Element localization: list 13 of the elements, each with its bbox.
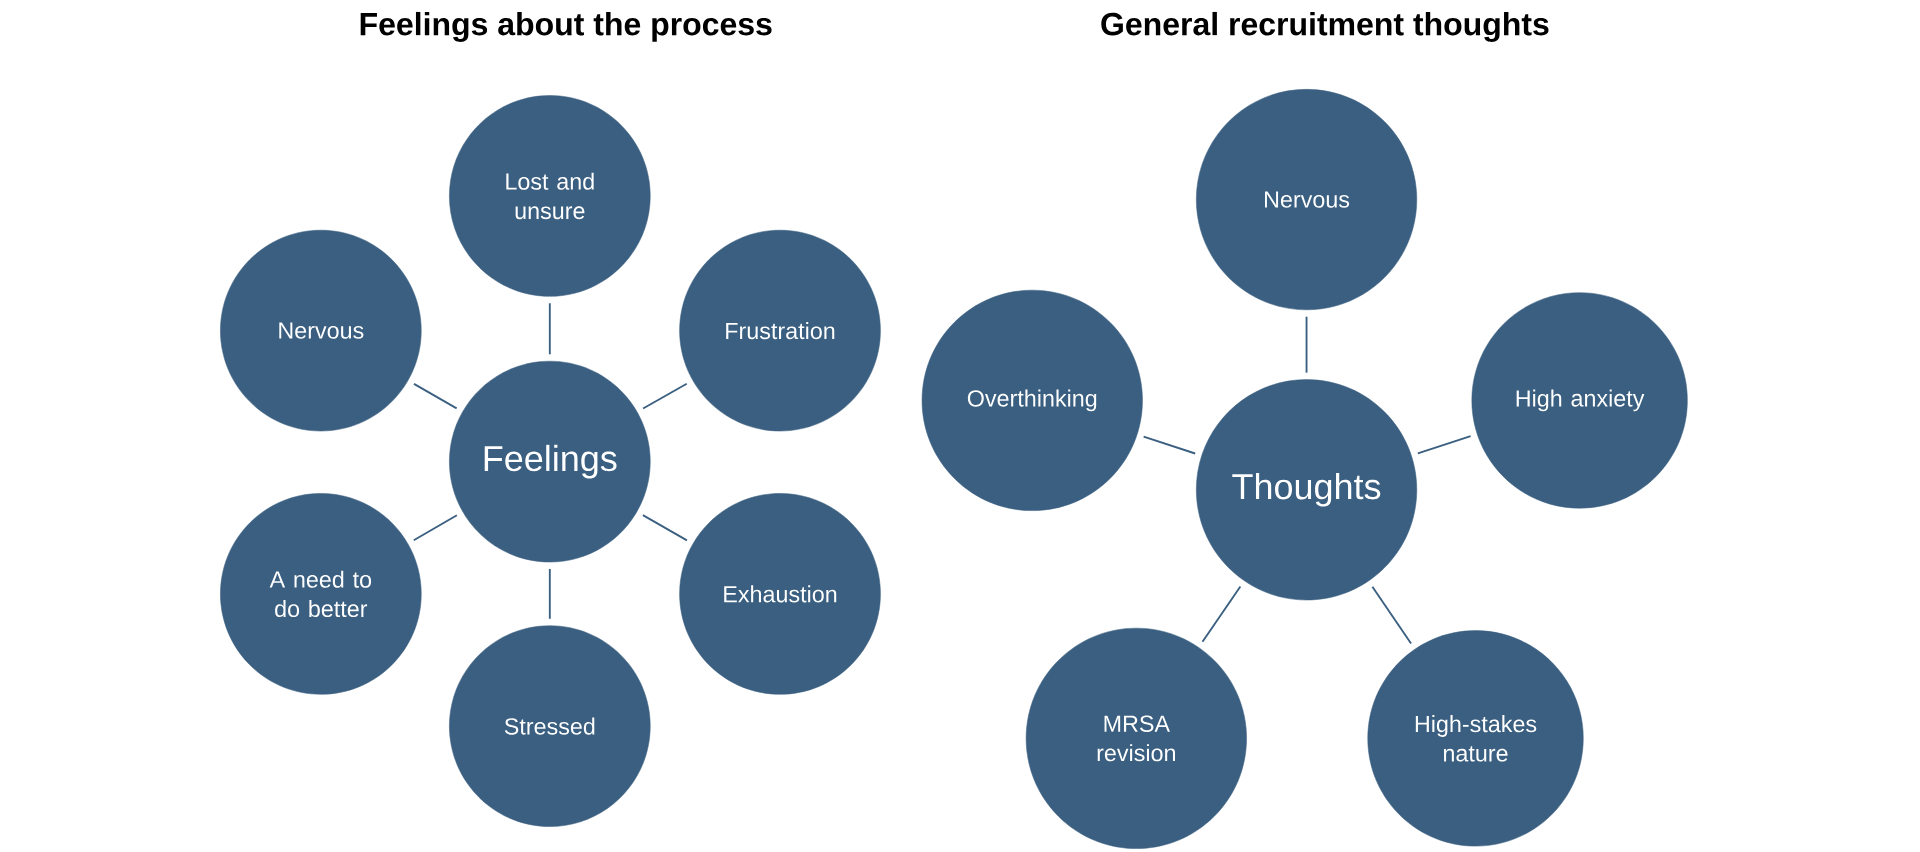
connector-line <box>548 568 551 620</box>
connector-line <box>1371 585 1412 645</box>
connector-line <box>1305 315 1308 374</box>
heading: General recruitment thoughts <box>1101 11 1549 42</box>
connector-line <box>548 302 551 356</box>
connector-line <box>1142 435 1197 455</box>
connector-line <box>412 514 458 542</box>
heading: Feelings about the process <box>360 11 772 42</box>
connector-line <box>1416 435 1472 455</box>
connector-line <box>642 382 688 410</box>
connector-line <box>641 514 688 542</box>
connector-line <box>413 382 458 410</box>
connector-line <box>1201 585 1242 643</box>
